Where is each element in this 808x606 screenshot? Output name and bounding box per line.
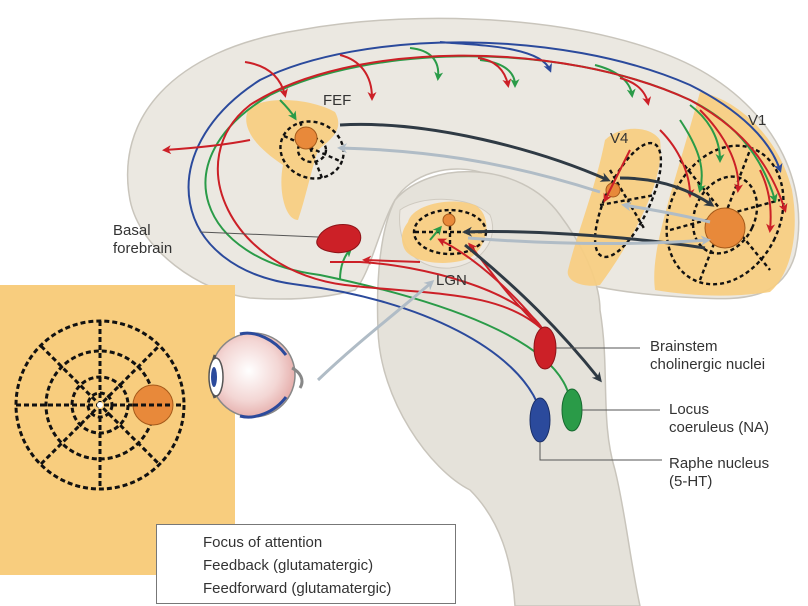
label-v4: V4 [610,130,628,147]
raphe-nucleus [530,398,550,442]
label-v1: V1 [748,112,766,129]
label-lgn: LGN [436,272,467,289]
brainstem-cholinergic-nucleus [534,327,556,369]
label-basal-forebrain-1: Basal [113,222,151,239]
label-raphe-1: Raphe nucleus [669,455,769,472]
locus-coeruleus-nucleus [562,389,582,431]
label-basal-forebrain-2: forebrain [113,240,172,257]
eye-icon [209,333,302,417]
legend-focus-label: Focus of attention [203,534,322,551]
label-brainstem-2: cholinergic nuclei [650,356,765,373]
label-locus-1: Locus [669,401,709,418]
label-raphe-2: (5-HT) [669,473,712,490]
legend: Focus of attention Feedback (glutamaterg… [156,524,456,604]
label-fef: FEF [323,92,351,109]
legend-feedforward-label: Feedforward (glutamatergic) [203,580,391,597]
focus-v1 [705,208,745,248]
focus-fef [295,127,317,149]
label-locus-2: coeruleus (NA) [669,419,769,436]
focus-lgn [443,214,455,226]
legend-feedback-label: Feedback (glutamatergic) [203,557,373,574]
label-brainstem-1: Brainstem [650,338,718,355]
